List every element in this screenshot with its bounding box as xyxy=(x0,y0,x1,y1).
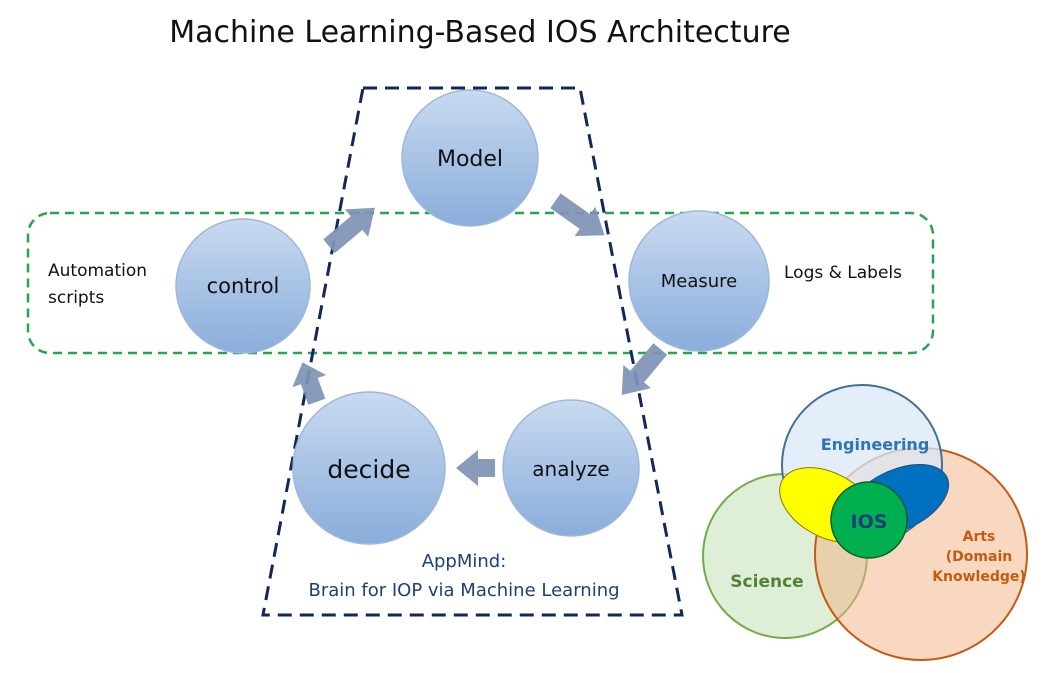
venn-diagram: Engineering IOS Science Arts (Domain Kno… xyxy=(702,384,1028,661)
automation-boundary xyxy=(26,211,935,355)
venn-engineering-label: Engineering xyxy=(821,435,930,454)
node-control-label: control xyxy=(207,274,280,298)
appmind-title: AppMind: xyxy=(422,551,507,572)
automation-scripts-label-line2: scripts xyxy=(48,288,104,308)
node-measure-label: Measure xyxy=(661,271,738,292)
node-measure: Measure xyxy=(628,210,770,352)
appmind-boundary xyxy=(261,86,684,617)
node-analyze-label: analyze xyxy=(532,457,609,481)
logs-labels-label: Logs & Labels xyxy=(784,263,902,283)
arrow-model-to-measure xyxy=(550,193,605,237)
arrow-analyze-to-decide xyxy=(456,450,495,486)
venn-ios-label: IOS xyxy=(851,511,888,533)
node-analyze: analyze xyxy=(502,399,640,537)
venn-arts-label-line3: Knowledge) xyxy=(932,569,1026,585)
venn-science-label: Science xyxy=(730,572,803,592)
venn-arts-label-line1: Arts xyxy=(963,529,996,545)
automation-scripts-label-line1: Automation xyxy=(48,261,147,281)
node-decide-label: decide xyxy=(327,455,410,484)
diagram-title: Machine Learning-Based IOS Architecture xyxy=(169,15,790,50)
node-control: control xyxy=(175,218,311,354)
appmind-subtitle: Brain for IOP via Machine Learning xyxy=(308,580,619,601)
venn-ios-circle xyxy=(830,481,908,559)
arrow-control-to-model xyxy=(323,207,375,254)
node-decide: decide xyxy=(292,391,446,545)
node-model: Model xyxy=(401,89,539,227)
arrow-measure-to-analyze xyxy=(621,343,668,395)
node-model-label: Model xyxy=(437,147,503,172)
arrow-decide-to-control xyxy=(292,362,327,405)
venn-arts-label-line2: (Domain xyxy=(946,549,1012,565)
